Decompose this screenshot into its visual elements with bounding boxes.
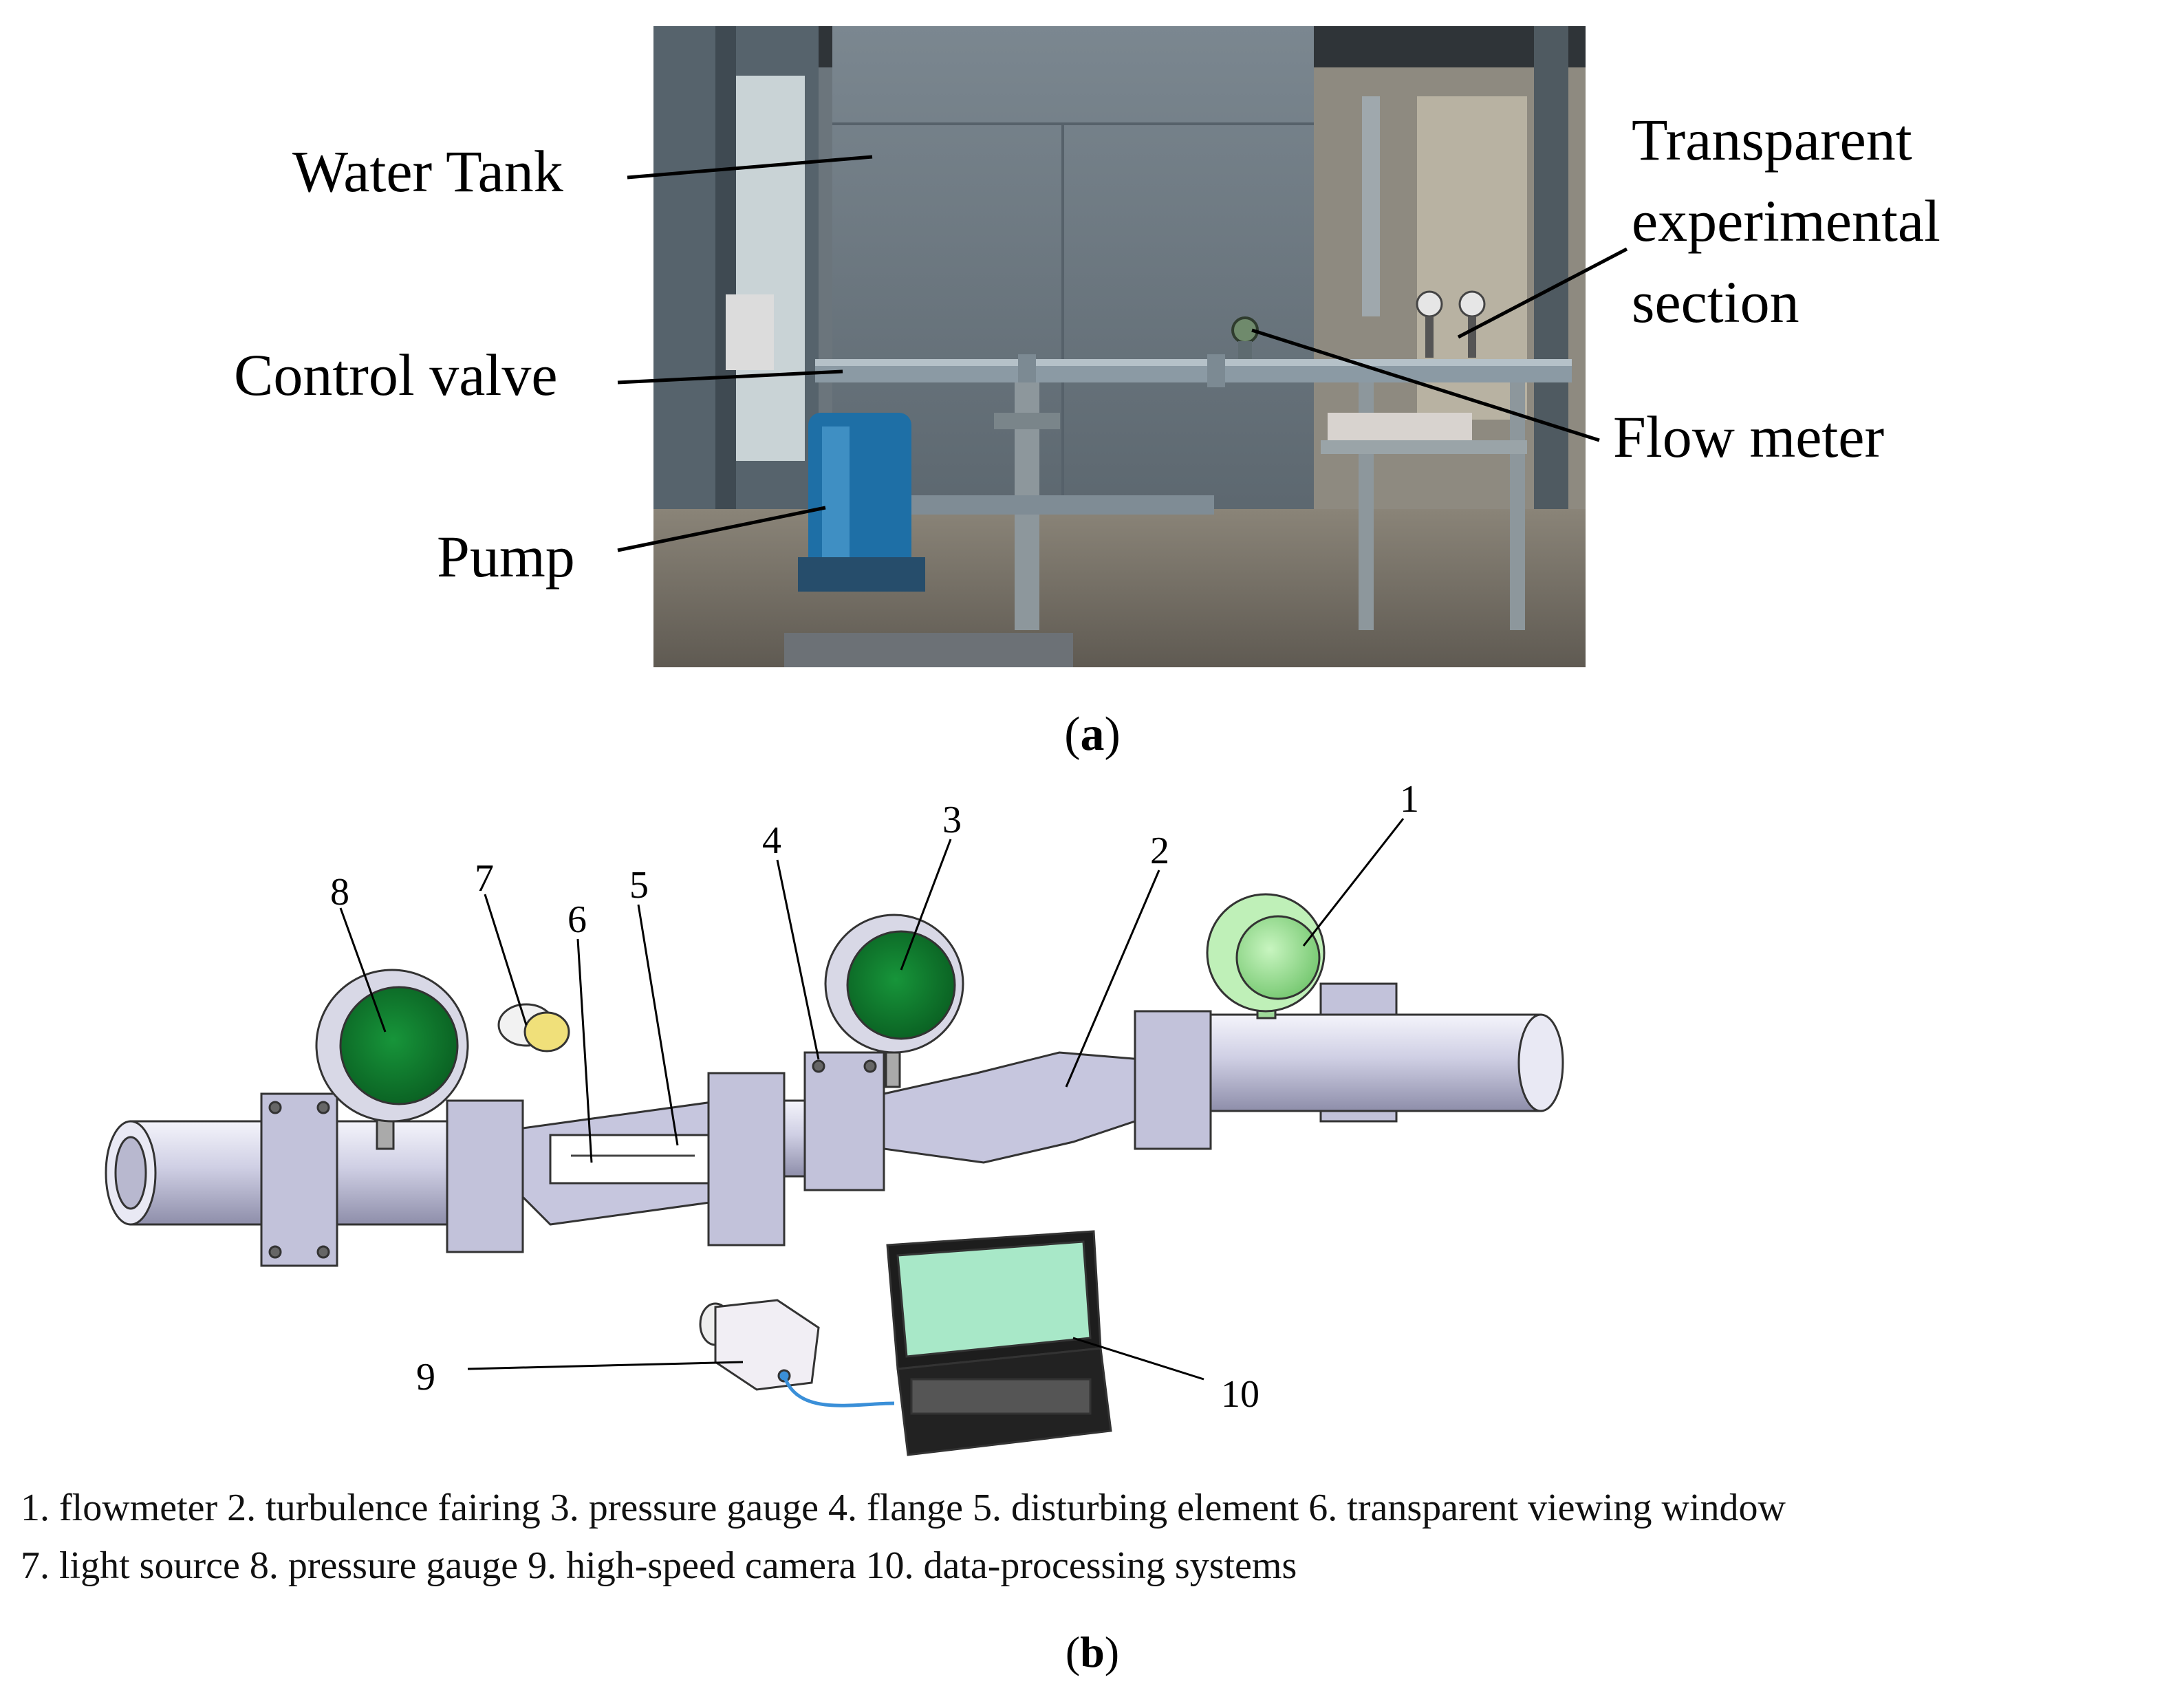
flange-4 (803, 1051, 885, 1191)
panel-a-label: (a) (1064, 708, 1121, 761)
panel-a-annotations: Water Tank Control valve Pump Transparen… (234, 107, 1940, 590)
panel-b-leaders (339, 818, 1405, 1381)
transparent-window-section (521, 1072, 786, 1246)
label-pump: Pump (437, 523, 575, 590)
pressure-gauge-3 (824, 914, 964, 1088)
number-6: 6 (567, 898, 587, 941)
light-source-7 (497, 1003, 570, 1052)
label-flow-meter: Flow meter (1613, 404, 1884, 470)
number-7: 7 (475, 857, 494, 900)
legend-line-2: 7. light source 8. pressure gauge 9. hig… (21, 1544, 1297, 1587)
label-water-tank: Water Tank (292, 138, 563, 204)
label-transparent-line2: experimental (1632, 188, 1940, 254)
turbulence-fairing (883, 1051, 1157, 1164)
legend-line-1: 1. flowmeter 2. turbulence fairing 3. pr… (21, 1487, 1786, 1529)
label-transparent-line3: section (1632, 269, 1799, 335)
flange-left (260, 1092, 524, 1267)
number-5: 5 (629, 864, 649, 907)
test-rig-schematic (105, 893, 1564, 1456)
number-8: 8 (330, 871, 349, 914)
pressure-gauge-8 (315, 969, 469, 1150)
panel-a-leaders (617, 155, 1628, 552)
high-speed-camera-9 (699, 1299, 820, 1391)
number-2: 2 (1150, 830, 1169, 872)
number-3: 3 (942, 799, 962, 841)
outlet-pipe (1209, 1013, 1564, 1112)
number-10: 10 (1221, 1373, 1259, 1416)
number-9: 9 (416, 1356, 435, 1399)
panel-b-label: (b) (1065, 1628, 1120, 1676)
panel-b-numbers: 1 2 3 4 5 6 7 8 9 10 (330, 778, 1419, 1416)
number-1: 1 (1400, 778, 1419, 821)
laptop-10 (886, 1230, 1112, 1456)
lab-photo (653, 26, 1586, 667)
flowmeter-1 (1206, 893, 1326, 1019)
label-control-valve: Control valve (234, 342, 558, 408)
label-transparent-line1: Transparent (1632, 107, 1912, 173)
number-4: 4 (762, 819, 781, 862)
